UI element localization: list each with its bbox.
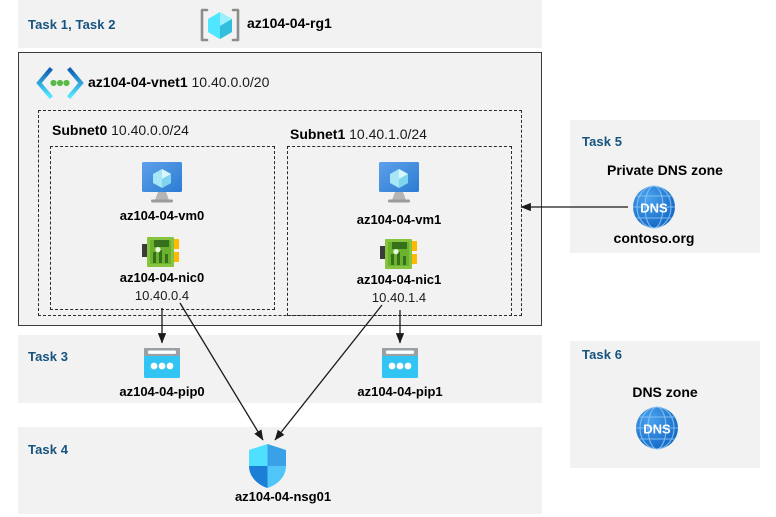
vnet-address-space: 10.40.0.0/20 xyxy=(191,74,270,90)
task-label-6: Task 6 xyxy=(582,347,623,362)
vnet-header: az104-04-vnet1 10.40.0.0/20 xyxy=(88,74,269,90)
subnet1-cidr: 10.40.1.0/24 xyxy=(349,126,427,142)
task-label-3: Task 3 xyxy=(28,349,69,364)
network-interface-icon xyxy=(379,238,419,270)
resource-group-name: az104-04-rg1 xyxy=(247,15,332,31)
public-ip-panel xyxy=(18,335,542,403)
private-dns-zone-name: contoso.org xyxy=(613,230,695,246)
task-label-1-2: Task 1, Task 2 xyxy=(28,17,116,32)
resource-group-icon xyxy=(199,6,241,44)
nic1-label: az104-04-nic1 xyxy=(356,272,442,287)
virtual-machine-icon xyxy=(136,160,188,204)
public-ip-address-icon xyxy=(143,347,181,379)
virtual-machine-icon xyxy=(373,160,425,204)
vm0-label: az104-04-vm0 xyxy=(119,208,205,223)
nic1-ip: 10.40.1.4 xyxy=(371,290,427,305)
task-label-4: Task 4 xyxy=(28,442,69,457)
dns-zone-icon: DNS xyxy=(631,184,677,230)
subnet1-name: Subnet1 xyxy=(290,126,346,142)
nic0-ip: 10.40.0.4 xyxy=(134,288,190,303)
dns-zone-title: DNS zone xyxy=(632,384,698,400)
pip0-label: az104-04-pip0 xyxy=(119,384,205,399)
vm1-label: az104-04-vm1 xyxy=(356,212,442,227)
nic0-label: az104-04-nic0 xyxy=(119,270,205,285)
task-label-5: Task 5 xyxy=(582,134,623,149)
subnet0-cidr: 10.40.0.0/24 xyxy=(111,122,189,138)
subnet0-name: Subnet0 xyxy=(52,122,108,138)
dns-icon-text: DNS xyxy=(643,422,671,437)
dns-zone-icon: DNS xyxy=(634,405,680,451)
resource-group-panel xyxy=(18,0,542,48)
subnet1-header: Subnet1 10.40.1.0/24 xyxy=(290,126,427,142)
network-security-group-icon xyxy=(247,443,288,489)
virtual-network-icon xyxy=(35,67,85,99)
private-dns-zone-title: Private DNS zone xyxy=(607,162,723,178)
public-ip-address-icon xyxy=(381,347,419,379)
vnet-name: az104-04-vnet1 xyxy=(88,74,188,90)
network-interface-icon xyxy=(141,236,181,268)
dns-icon-text: DNS xyxy=(640,201,668,216)
subnet0-header: Subnet0 10.40.0.0/24 xyxy=(52,122,189,138)
private-dns-zone-panel xyxy=(570,120,760,253)
pip1-label: az104-04-pip1 xyxy=(357,384,443,399)
nsg-label: az104-04-nsg01 xyxy=(234,489,332,504)
vnet-container xyxy=(18,52,542,326)
